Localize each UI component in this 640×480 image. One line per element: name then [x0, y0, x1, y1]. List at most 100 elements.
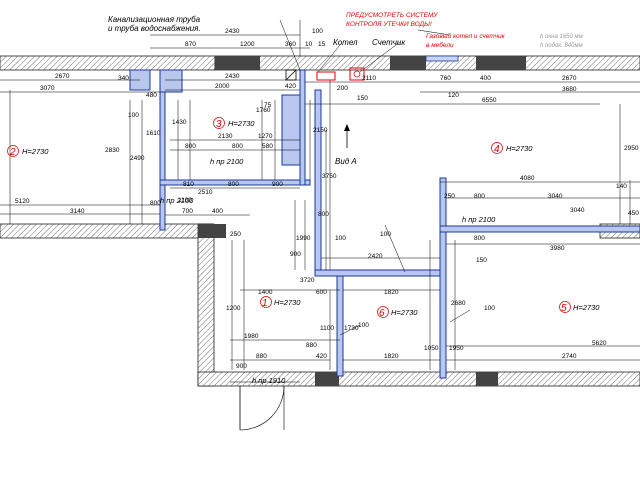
room-number: 5 — [561, 303, 567, 314]
dim-value: 2830 — [105, 147, 120, 154]
dim-value: 900 — [290, 251, 301, 258]
dim-value: 1980 — [244, 333, 259, 340]
dim-value: 580 — [262, 143, 273, 150]
dim-value: 1100 — [178, 197, 192, 204]
window-block — [215, 56, 260, 70]
wall-room5-top — [439, 225, 640, 233]
dim-value: 10 — [305, 41, 313, 48]
left-lower-wall — [0, 223, 213, 239]
room-height: H=2730 — [228, 119, 255, 128]
dim-value: 1950 — [449, 345, 464, 352]
dim-value: 880 — [306, 342, 317, 349]
dim-value: 5120 — [15, 198, 30, 205]
dim-value: 2150 — [313, 127, 328, 134]
pipe-icon — [285, 69, 297, 81]
dim-value: 150 — [476, 257, 487, 264]
dim-value: 100 — [484, 305, 495, 312]
dim-value: 250 — [444, 193, 455, 200]
dim-value: 420 — [285, 83, 296, 90]
dim-value: 2420 — [368, 253, 383, 260]
wall-room5-left — [439, 177, 447, 379]
bottom-wall — [197, 371, 640, 387]
dim-value: 2130 — [218, 133, 233, 140]
dim-value: 120 — [448, 92, 459, 99]
dim-value: 1760 — [256, 107, 271, 114]
dim-value: 2950 — [624, 145, 639, 152]
dim-value: 800 — [150, 200, 161, 207]
opening-height: h пр 2100 — [462, 215, 496, 224]
dim-value: 800 — [474, 193, 485, 200]
leak-note-line1: ПРЕДУСМОТРЕТЬ СИСТЕМУ — [346, 12, 438, 19]
dim-value: 800 — [228, 181, 239, 188]
left-vertical-wall — [197, 223, 215, 387]
window-block — [198, 224, 226, 238]
dim-value: 100 — [335, 235, 346, 242]
dim-value: 75 — [264, 102, 272, 109]
room-height: H=2730 — [573, 303, 600, 312]
entry-door — [239, 385, 285, 431]
dim-value: 1200 — [240, 41, 255, 48]
dim-value: 420 — [316, 353, 327, 360]
dim-value: 1200 — [226, 305, 241, 312]
dim-value: 3720 — [300, 277, 315, 284]
dim-value: 3750 — [322, 173, 337, 180]
top-wall-left — [0, 55, 216, 71]
dim-value: 880 — [256, 353, 267, 360]
dim-value: 900 — [272, 181, 283, 188]
dim-value: 340 — [118, 75, 129, 82]
room-number: 1 — [262, 298, 268, 309]
sill-line1: h окна 1650 мм — [540, 34, 583, 40]
wall-corridor — [314, 89, 322, 276]
room-number: 2 — [9, 147, 16, 158]
dim-value: 3070 — [40, 85, 55, 92]
dim-value: 1270 — [258, 133, 273, 140]
leak-note-line2: КОНТРОЛЯ УТЕЧКИ ВОДЫ! — [346, 21, 432, 28]
boiler-label: Котел — [333, 38, 358, 47]
dim-value: 360 — [285, 41, 296, 48]
dim-value: 140 — [616, 183, 627, 190]
dim-value: 2000 — [215, 83, 230, 90]
window-block — [476, 56, 526, 70]
dim-value: 800 — [185, 143, 196, 150]
dimension-lines — [0, 19, 640, 383]
shaft-box — [281, 94, 301, 166]
dim-value: 4080 — [520, 175, 535, 182]
meter-icon — [349, 67, 365, 81]
room-height: H=2730 — [506, 144, 533, 153]
dim-value: 3040 — [548, 193, 563, 200]
wall-room3-right — [299, 69, 306, 186]
boiler-symbols — [285, 67, 365, 81]
sill-line2: h подок. 840мм — [540, 43, 583, 49]
view-label: Вид А — [335, 157, 357, 166]
dim-value: 200 — [337, 85, 348, 92]
dim-value: 400 — [212, 208, 223, 215]
dimension-values: 2430 870 1200 360 100 10 15 2670 3070 24… — [15, 28, 639, 370]
room-number: 3 — [216, 119, 222, 130]
dim-value: 1050 — [424, 345, 439, 352]
dim-value: 1820 — [384, 289, 399, 296]
dim-value: 3040 — [570, 207, 585, 214]
dim-value: 100 — [380, 231, 391, 238]
dim-value: 100 — [358, 322, 369, 329]
wall-room3-bottom — [159, 179, 311, 186]
dim-value: 450 — [628, 210, 639, 217]
dim-value: 480 — [146, 92, 157, 99]
dim-value: 3140 — [70, 208, 85, 215]
dim-value: 900 — [236, 363, 247, 370]
dim-value: 150 — [357, 95, 368, 102]
dim-value: 2510 — [198, 189, 213, 196]
wall-room6-left — [336, 275, 344, 377]
window-block — [476, 372, 498, 386]
boiler-note-line2: в мебели — [426, 41, 454, 49]
dim-value: 2680 — [451, 300, 466, 307]
room-height: H=2730 — [22, 147, 49, 156]
corner-box — [159, 69, 183, 93]
room-number: 6 — [379, 308, 385, 319]
dim-value: 400 — [480, 75, 491, 82]
room-number: 4 — [494, 144, 500, 155]
dim-value: 2430 — [225, 73, 240, 80]
dim-value: 3680 — [562, 86, 577, 93]
dim-value: 1400 — [258, 289, 273, 296]
dim-value: 1100 — [320, 325, 334, 332]
